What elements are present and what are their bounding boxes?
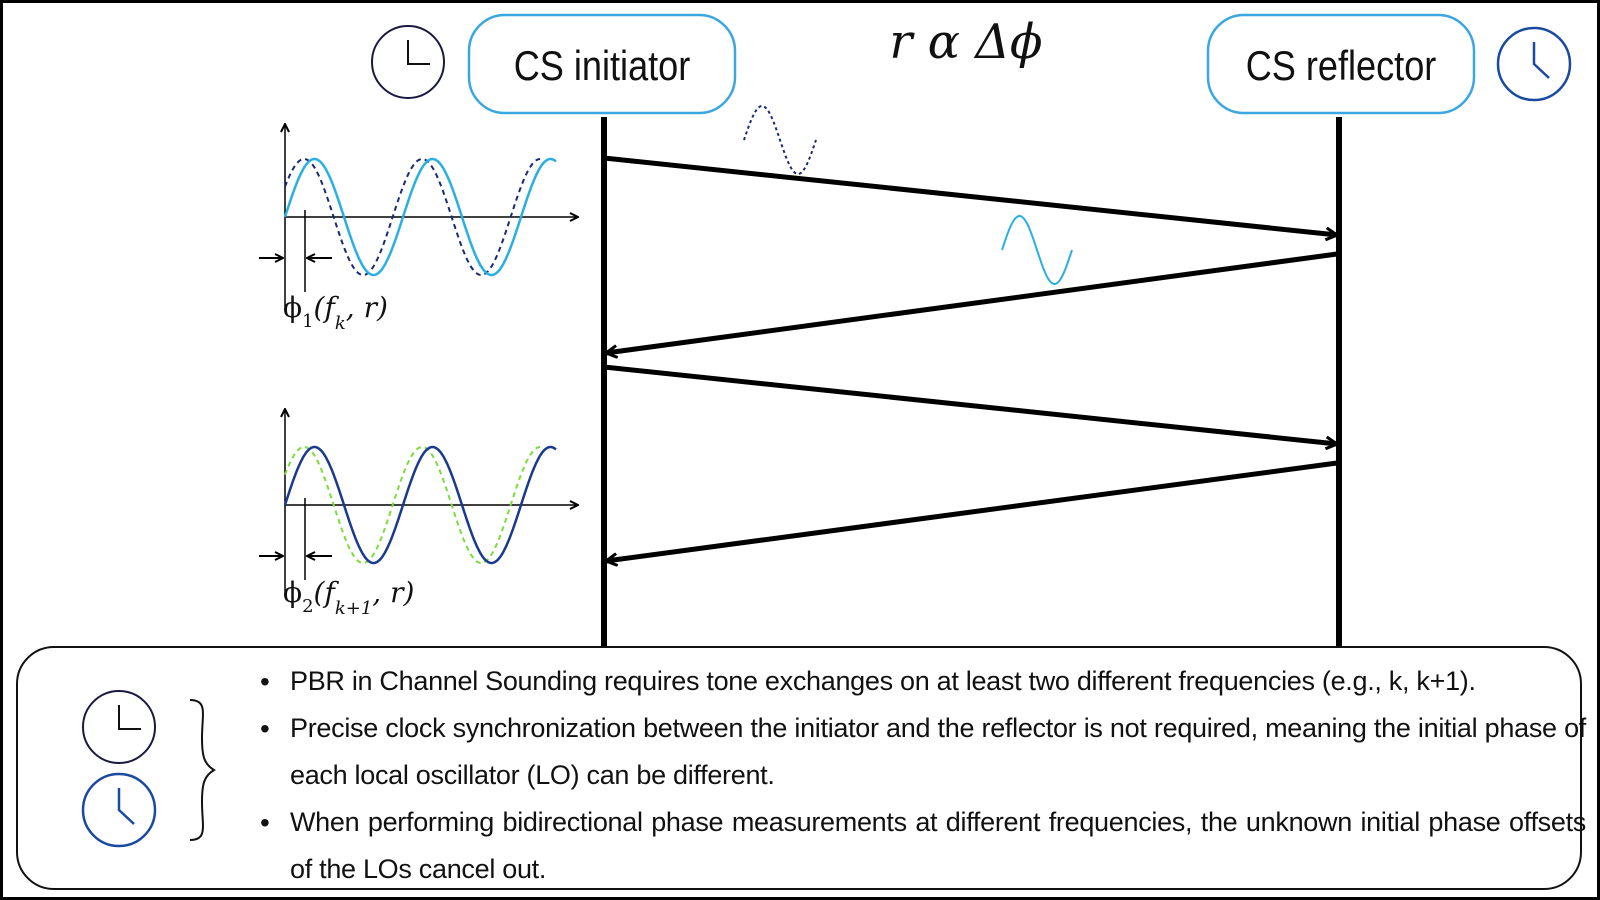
notes-list: PBR in Channel Sounding requires tone ex…: [260, 658, 1586, 893]
message-arrow-3: [603, 364, 1337, 444]
note-item: Precise clock synchronization between th…: [260, 705, 1586, 799]
tone-wave-reflector: [1001, 215, 1073, 285]
curly-brace-icon: [189, 699, 216, 841]
legend-icons: [81, 690, 216, 848]
notes-panel: PBR in Channel Sounding requires tone ex…: [16, 646, 1586, 890]
message-arrow-2: [606, 251, 1338, 353]
phase-label-2: ϕ2(fk+1, r): [283, 576, 414, 619]
phase-label-1: ϕ1(fk, r): [283, 291, 388, 334]
initiator-node: CS initiator: [467, 13, 737, 115]
tone-wave-initiator: [743, 104, 817, 176]
legend-reflector-clock-icon: [81, 772, 157, 848]
reflector-clock-icon: [1496, 26, 1572, 102]
note-item: When performing bidirectional phase meas…: [260, 799, 1586, 893]
wave-plot-1-reference-wave: [284, 157, 541, 277]
reflector-label: CS reflector: [1246, 44, 1437, 90]
message-arrow-4: [606, 460, 1338, 561]
wave-plot-2-reference-wave: [284, 445, 541, 565]
message-arrow-1: [603, 155, 1337, 235]
relation-formula: r α Δϕ: [889, 14, 1042, 70]
wave-plot-2-measured-wave: [283, 445, 557, 565]
wave-plot-1-measured-wave: [283, 157, 557, 277]
legend-initiator-clock-icon: [82, 690, 156, 764]
wave-plot-2: ϕ2(fk+1, r): [259, 409, 578, 619]
wave-plot-1: ϕ1(fk, r): [259, 124, 578, 334]
initiator-clock-icon: [371, 25, 445, 99]
note-item: PBR in Channel Sounding requires tone ex…: [260, 658, 1586, 705]
initiator-label: CS initiator: [514, 44, 691, 90]
reflector-node: CS reflector: [1206, 13, 1476, 115]
